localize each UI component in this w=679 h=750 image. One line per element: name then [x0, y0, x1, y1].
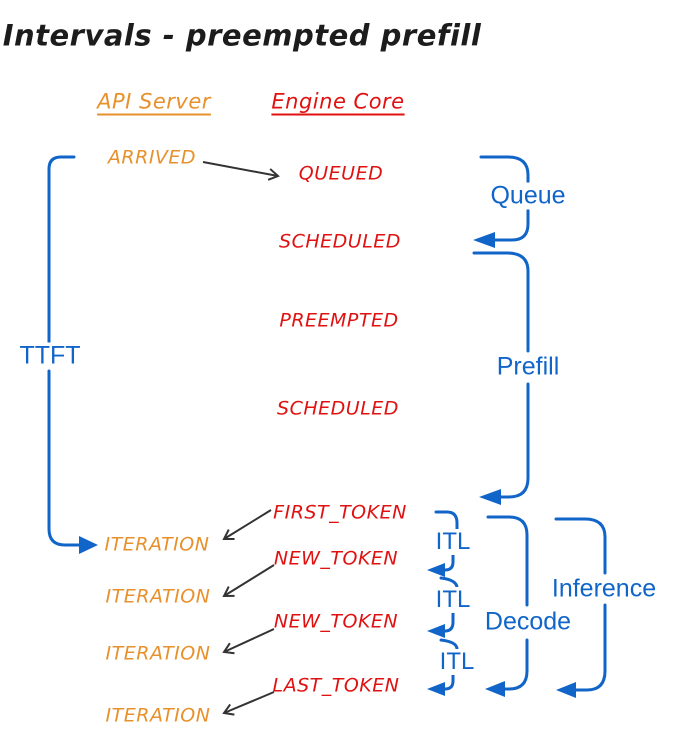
itl-bracket-2 [439, 576, 459, 633]
event-iteration-1: ITERATION [104, 533, 210, 556]
interval-label-queue: Queue [486, 182, 570, 210]
ttft-arrowhead [79, 536, 98, 554]
event-scheduled-2: SCHEDULED [277, 397, 399, 420]
interval-label-itl-1: ITL [433, 528, 473, 555]
event-last-token: LAST_TOKEN [272, 674, 400, 697]
event-new-token-1: NEW_TOKEN [273, 547, 399, 570]
queue-bracket [479, 155, 530, 242]
inference-arrowhead [556, 682, 576, 698]
event-arrived: ARRIVED [107, 146, 197, 169]
arrow-first-token-to-iteration-1 [222, 509, 272, 541]
ttft-bracket [47, 155, 81, 547]
event-first-token: FIRST_TOKEN [273, 501, 407, 524]
diagram-title: Intervals - preempted prefill [2, 18, 482, 53]
queue-arrowhead [473, 232, 495, 248]
interval-label-itl-3: ITL [437, 648, 477, 675]
event-scheduled-1: SCHEDULED [279, 230, 401, 253]
arrow-new-token-2-to-iteration-3 [222, 628, 275, 655]
api-server-column-header: API Server [97, 89, 211, 114]
decode-arrowhead [485, 681, 505, 697]
event-new-token-2: NEW_TOKEN [273, 610, 399, 633]
event-preempted: PREEMPTED [279, 309, 399, 332]
itl-arrowhead-3 [427, 682, 445, 696]
arrow-arrived-to-queued [202, 161, 280, 181]
decode-bracket [486, 515, 529, 691]
interval-label-prefill: Prefill [492, 353, 564, 381]
itl-bracket-3 [439, 638, 459, 691]
prefill-arrowhead [479, 489, 501, 505]
black-arrows [202, 161, 280, 716]
itl-arrowhead-2 [427, 624, 445, 638]
engine-core-column-header: Engine Core [271, 89, 405, 114]
itl-bracket-1 [434, 510, 459, 572]
interval-label-ttft: TTFT [15, 342, 85, 370]
interval-label-decode: Decode [480, 608, 576, 636]
arrow-last-token-to-iteration-4 [222, 691, 275, 716]
arrow-new-token-1-to-iteration-2 [222, 564, 275, 598]
itl-arrowhead-1 [427, 563, 445, 577]
event-iteration-4: ITERATION [105, 704, 211, 727]
event-iteration-3: ITERATION [105, 642, 211, 665]
blue-arrowheads [79, 232, 576, 698]
prefill-bracket [472, 251, 530, 499]
event-iteration-2: ITERATION [105, 585, 211, 608]
inference-bracket [554, 517, 607, 692]
interval-label-itl-2: ITL [433, 586, 473, 613]
interval-brackets [47, 155, 607, 692]
interval-label-inference: Inference [547, 575, 661, 603]
event-queued: QUEUED [298, 162, 384, 185]
